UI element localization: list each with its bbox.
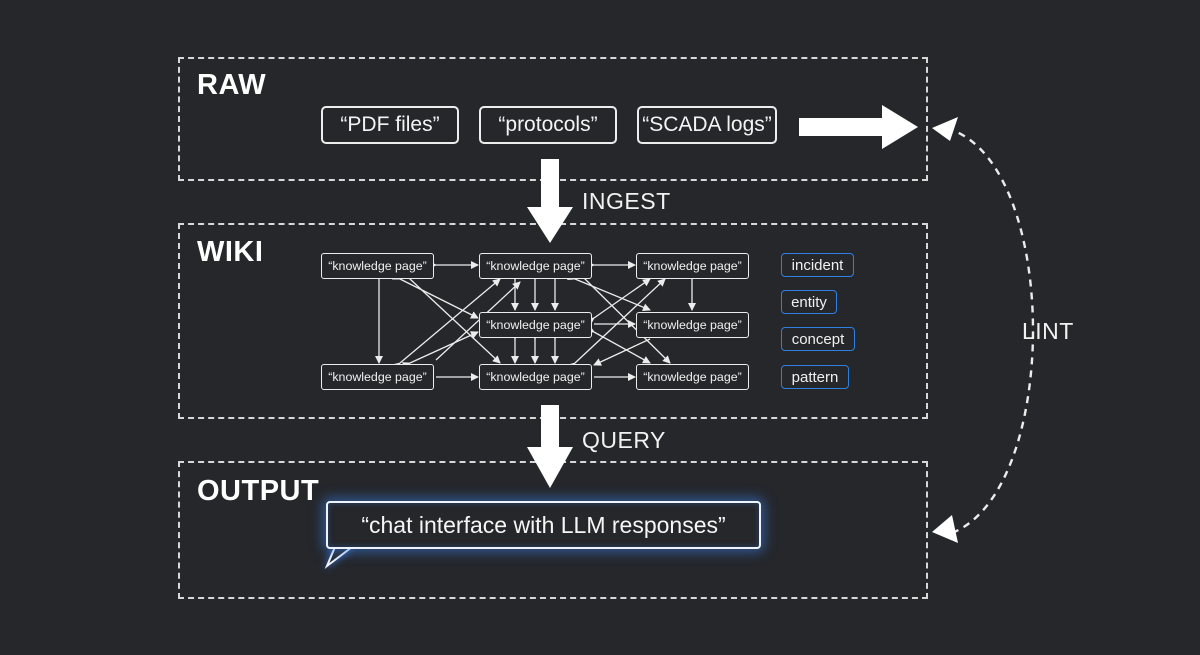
- lint-label: LINT: [1022, 318, 1074, 344]
- tag-incident: incident: [781, 253, 854, 277]
- raw-title: RAW: [197, 69, 267, 101]
- knowledge-page-node: “knowledge page”: [479, 364, 592, 390]
- knowledge-page-node: “knowledge page”: [636, 312, 749, 338]
- knowledge-page-node: “knowledge page”: [636, 253, 749, 279]
- tag-pattern: pattern: [781, 365, 849, 389]
- query-label: QUERY: [582, 427, 666, 453]
- knowledge-page-node: “knowledge page”: [636, 364, 749, 390]
- output-title: OUTPUT: [197, 475, 320, 507]
- tag-concept: concept: [781, 327, 855, 351]
- raw-item-pdf-files: “PDF files”: [321, 106, 459, 144]
- raw-output-arrow: [799, 105, 918, 149]
- query-arrow: [527, 405, 573, 488]
- raw-item-protocols: “protocols”: [479, 106, 617, 144]
- knowledge-page-node: “knowledge page”: [479, 253, 592, 279]
- knowledge-page-node: “knowledge page”: [321, 253, 434, 279]
- chat-bubble-tail: [324, 546, 353, 570]
- tag-entity: entity: [781, 290, 837, 314]
- wiki-title: WIKI: [197, 236, 264, 268]
- ingest-arrow: [527, 159, 573, 243]
- knowledge-page-node: “knowledge page”: [479, 312, 592, 338]
- chat-bubble: “chat interface with LLM responses”: [326, 501, 761, 549]
- knowledge-page-node: “knowledge page”: [321, 364, 434, 390]
- lint-loop: [932, 117, 1035, 543]
- ingest-label: INGEST: [582, 188, 671, 214]
- raw-item-scada-logs: “SCADA logs”: [637, 106, 777, 144]
- knowledge-links: [375, 261, 696, 381]
